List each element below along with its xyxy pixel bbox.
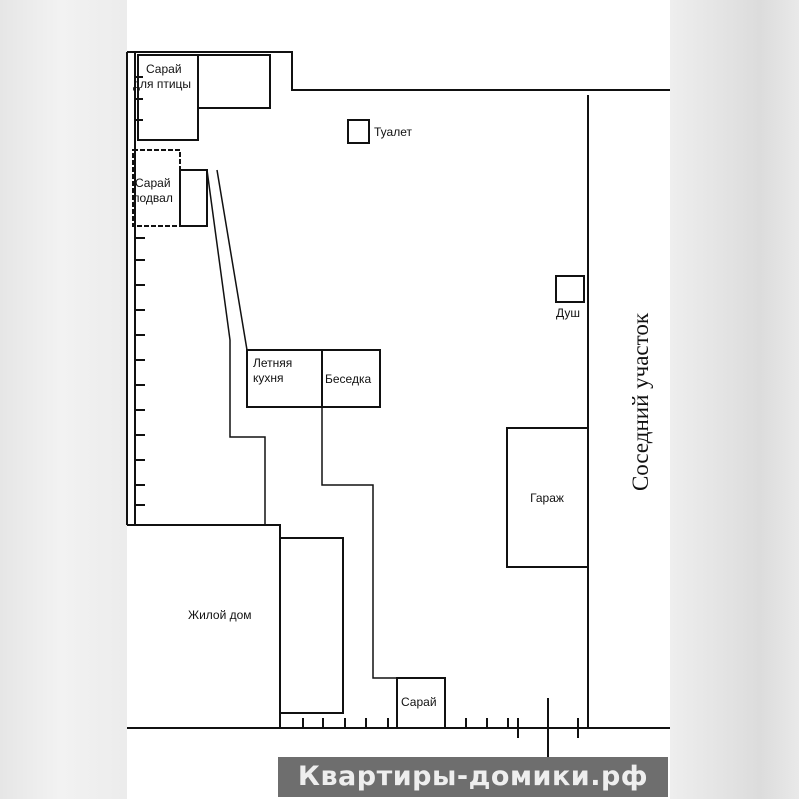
summer-kitchen-label: Летняя [253,356,292,370]
summer-kitchen: Летняя кухня [246,349,323,408]
toilet-label: Туалет [374,125,412,139]
shower-label: Душ [556,306,580,320]
cellar-shed-label: Сарай [135,176,171,190]
garage: Гараж [506,427,589,568]
toilet: Туалет [347,119,412,144]
neighbor-plot-label: Соседний участок [628,312,653,491]
garage-label: Гараж [530,491,564,505]
house: Жилой дом [127,524,344,728]
shed: Сарай [396,677,446,729]
house-label: Жилой дом [188,608,252,622]
gazebo: Беседка [321,349,381,408]
shed-label: Сарай [401,695,437,709]
path [206,169,397,679]
bird-shed-label-2: для птицы [133,77,191,91]
bird-shed-label: Сарай [146,62,182,76]
shower: Душ [555,275,585,320]
watermark: Квартиры-домики.рф [278,757,668,797]
cellar-shed-label-2: подвал [133,191,173,205]
bird-shed: Сарай для птицы [133,54,271,141]
fence [126,51,670,758]
gazebo-label: Беседка [325,372,371,386]
cellar-shed: Сарай подвал [132,149,208,227]
summer-kitchen-label-2: кухня [253,371,284,385]
